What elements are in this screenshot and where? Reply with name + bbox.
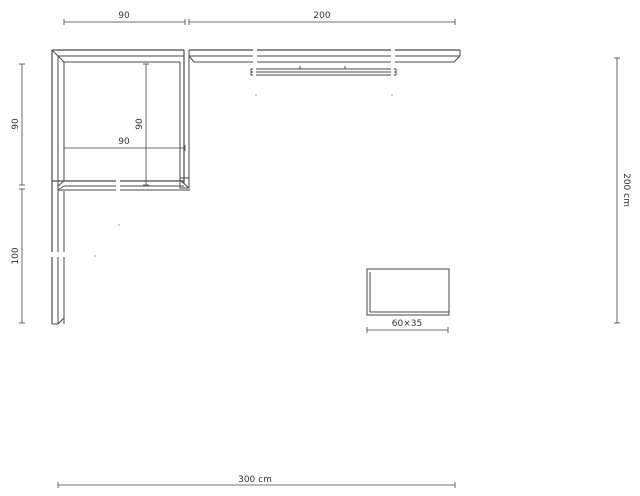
dim-top-right-label: 200 — [313, 11, 330, 21]
left-wall — [51, 49, 65, 325]
dim-inner-vertical: 90 — [135, 63, 149, 186]
dim-left-upper-label: 90 — [11, 118, 21, 130]
dim-inner-horizontal: 90 — [63, 137, 186, 151]
hanging-rail — [250, 66, 397, 96]
dim-box-label: 60×35 — [392, 319, 422, 329]
dim-inner-vertical-label: 90 — [135, 118, 145, 130]
top-left-unit — [52, 49, 190, 192]
dot-marker — [94, 255, 96, 257]
small-box — [366, 268, 450, 316]
dim-top-left-label: 90 — [118, 11, 130, 21]
dim-box: 60×35 — [366, 319, 449, 333]
dot-marker — [118, 224, 120, 226]
dim-left-lower: 100 — [11, 188, 25, 324]
dim-left-upper: 90 — [11, 63, 25, 186]
dim-top-left: 90 — [63, 11, 186, 25]
dim-right-label: 200 cm — [621, 173, 631, 207]
dim-right: 200 cm — [614, 57, 631, 324]
dim-bottom-label: 300 cm — [238, 475, 272, 485]
top-right-shelf — [188, 47, 461, 64]
dim-inner-horizontal-label: 90 — [118, 137, 130, 147]
dim-bottom: 300 cm — [57, 473, 456, 488]
dim-top-right: 200 — [188, 11, 456, 25]
dim-left-lower-label: 100 — [11, 247, 21, 264]
